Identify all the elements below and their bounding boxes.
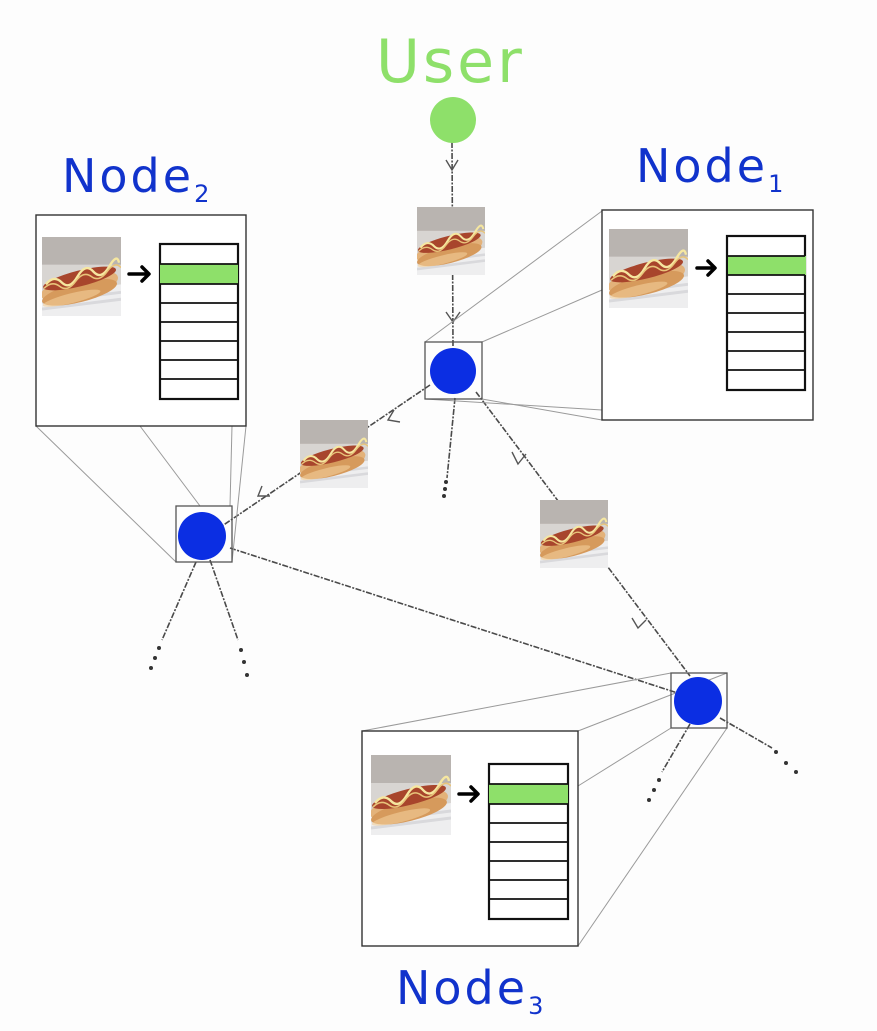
node1-circle xyxy=(430,348,476,394)
chevron-icon xyxy=(256,485,270,497)
edge-node2-trail-a xyxy=(161,561,197,641)
ellipsis-trail-node2-b xyxy=(239,648,249,677)
node2-circle xyxy=(178,512,226,560)
node2-panel xyxy=(35,214,247,427)
node3-label: Node3 xyxy=(396,961,546,1020)
node3-circle xyxy=(674,677,722,725)
node3: Node3 xyxy=(361,672,728,1020)
chevron-icon xyxy=(445,159,459,172)
hotdog-image xyxy=(540,500,608,568)
node1-label: Node1 xyxy=(636,139,786,198)
node1-panel xyxy=(601,209,814,421)
user-node xyxy=(430,97,476,143)
node1-box xyxy=(424,341,483,400)
cache-table xyxy=(487,762,570,921)
cache-table xyxy=(158,242,240,401)
user-label: User xyxy=(376,27,525,97)
arrow-right-icon xyxy=(127,265,151,283)
cache-hit-row xyxy=(160,264,238,284)
cache-hit-row xyxy=(728,256,806,275)
chevron-icon xyxy=(445,311,461,324)
hotdog-image xyxy=(42,237,121,316)
user: User xyxy=(376,27,525,143)
cache-hit-row xyxy=(489,784,568,804)
edge-node3-trail-b xyxy=(719,717,773,749)
hotdog-image xyxy=(609,229,688,308)
ellipsis-trail-node2-a xyxy=(149,646,161,670)
hotdog-image xyxy=(371,755,451,835)
cache-table xyxy=(725,234,807,392)
node3-box xyxy=(670,672,728,729)
arrow-right-icon xyxy=(457,785,480,803)
chevron-icon xyxy=(511,451,527,466)
chevron-icon xyxy=(386,409,401,423)
ellipsis-trails xyxy=(149,480,798,802)
edge-node2-trail-b xyxy=(209,559,239,641)
edge-node3-trail-a xyxy=(661,723,691,773)
edge-node1-trail xyxy=(446,397,456,479)
ellipsis-trail-node3-a xyxy=(647,778,661,802)
hotdog-image xyxy=(300,420,368,488)
edge-node2-node3 xyxy=(229,547,691,698)
node2-label: Node2 xyxy=(62,149,212,208)
arrow-right-icon xyxy=(695,259,717,277)
node2: Node2 xyxy=(35,149,247,563)
hotdog-image xyxy=(417,207,485,275)
node1: Node1 xyxy=(424,139,814,421)
ellipsis-trail-node3-b xyxy=(774,750,798,774)
node3-panel xyxy=(361,730,579,947)
chevron-icon xyxy=(631,617,647,630)
node2-box xyxy=(175,505,233,563)
edge-arrowheads xyxy=(256,159,647,630)
ellipsis-trail-node1 xyxy=(442,480,448,498)
